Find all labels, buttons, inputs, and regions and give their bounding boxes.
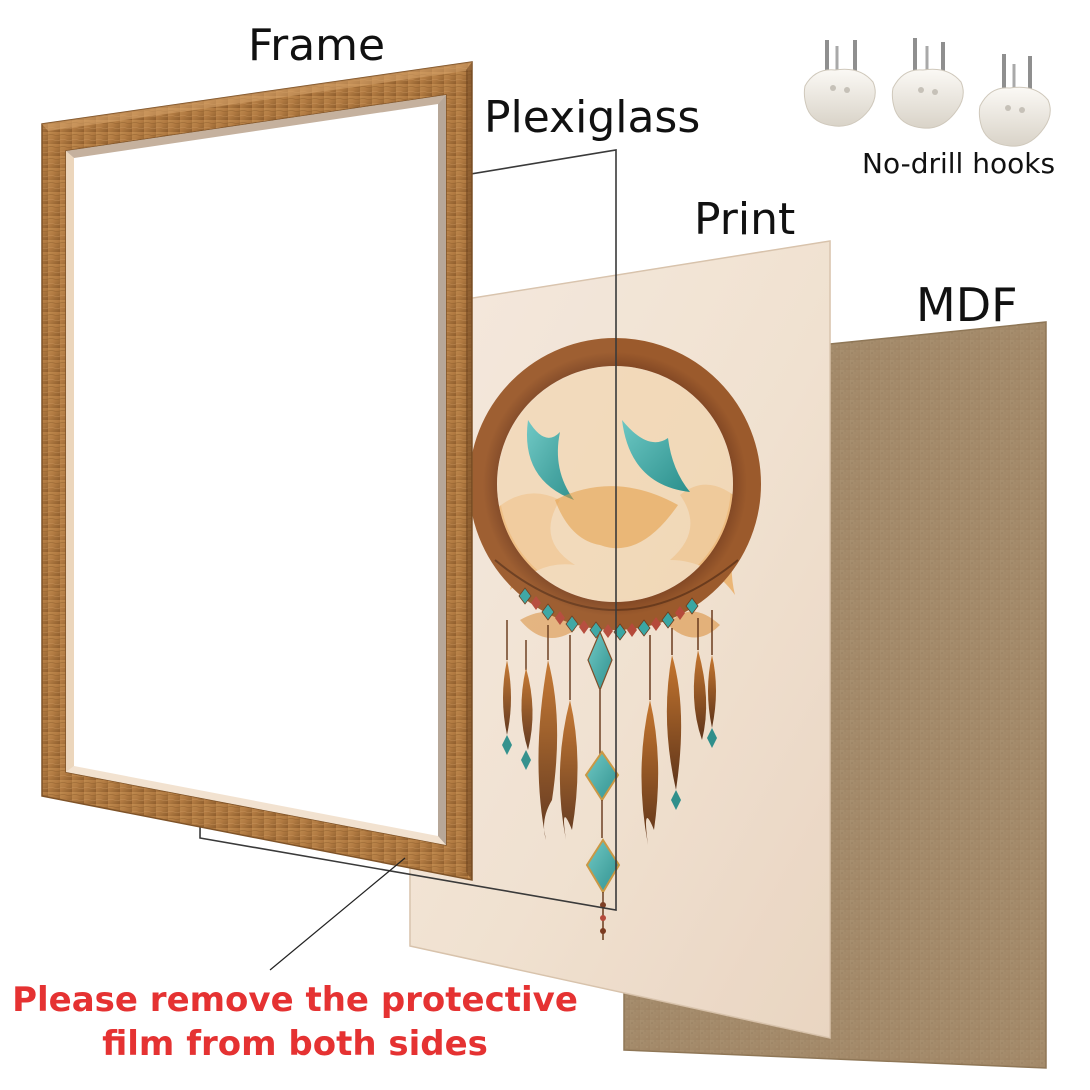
hook-icon: [891, 38, 964, 129]
mdf-label: MDF: [916, 278, 1018, 332]
print-label: Print: [694, 194, 796, 245]
warning-line-1: Please remove the protective: [12, 980, 578, 1020]
pointer-line: [269, 857, 406, 971]
wooden-frame: [41, 61, 473, 881]
print-sheet: [409, 240, 831, 1039]
plexiglass-label: Plexiglass: [484, 92, 701, 143]
hook-icon: [803, 40, 876, 127]
warning-line-2: film from both sides: [102, 1024, 488, 1064]
hook-icon: [978, 54, 1051, 147]
protective-film-warning: Please remove the protective film from b…: [0, 978, 590, 1066]
dreamcatcher-illustration: [469, 338, 761, 940]
no-drill-hooks: [803, 38, 1051, 147]
frame-label: Frame: [248, 20, 386, 71]
hooks-label: No-drill hooks: [862, 147, 1056, 180]
